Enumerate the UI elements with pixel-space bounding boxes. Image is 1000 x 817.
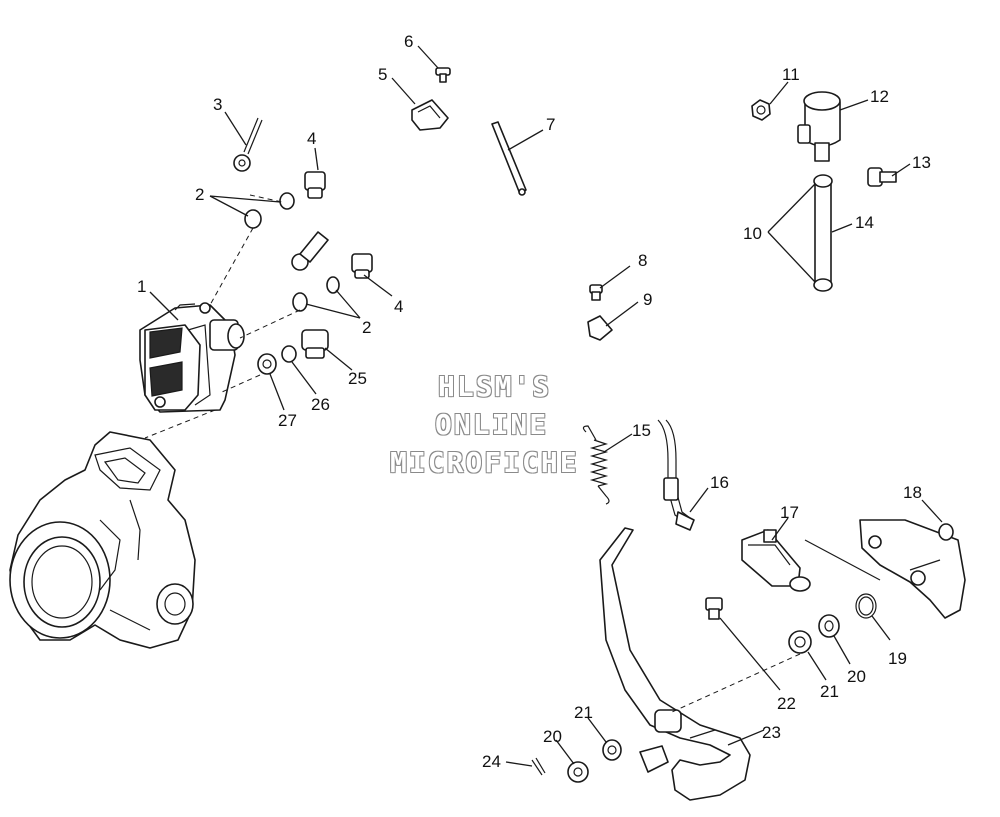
callout-20: 20	[847, 667, 866, 686]
callout-4: 4	[307, 129, 316, 148]
callout-24: 24	[482, 752, 501, 771]
callout-2: 2	[362, 318, 371, 337]
callout-9: 9	[643, 290, 652, 309]
callout-4: 4	[394, 297, 403, 316]
brake-fitting	[291, 231, 329, 271]
washer	[292, 292, 308, 312]
callout-11: 11	[782, 65, 800, 84]
cable-tie	[491, 121, 527, 196]
washer	[279, 192, 295, 210]
reservoir-hose	[813, 174, 833, 292]
callout-8: 8	[638, 251, 647, 270]
banjo-bolt	[304, 171, 326, 199]
callout-21: 21	[574, 703, 593, 722]
washer	[818, 614, 840, 638]
callout-22: 22	[777, 694, 796, 713]
fluid-reservoir	[797, 91, 841, 162]
reservoir-bolt	[867, 167, 897, 187]
washer	[938, 523, 954, 541]
callout-19: 19	[888, 649, 907, 668]
callout-27: 27	[278, 411, 297, 430]
brake-caliper	[139, 302, 245, 413]
washer	[326, 276, 340, 294]
callout-12: 12	[870, 87, 889, 106]
callout-16: 16	[710, 473, 729, 492]
pedal-washer	[567, 761, 589, 783]
washer	[257, 353, 277, 375]
callout-labels: 1 2 2 3 4 4 5 6 7 8 9 10 11 12 13 14 15 …	[137, 32, 931, 771]
brake-pedal	[599, 527, 751, 801]
return-spring	[582, 425, 610, 505]
screw	[589, 284, 603, 301]
callout-23: 23	[762, 723, 781, 742]
knuckle-housing	[9, 431, 196, 649]
mounting-bracket	[859, 519, 966, 619]
line-clip	[587, 315, 613, 341]
washer	[281, 345, 297, 363]
callout-14: 14	[855, 213, 874, 232]
callout-7: 7	[546, 115, 555, 134]
callout-17: 17	[780, 503, 799, 522]
callout-10: 10	[743, 224, 762, 243]
callout-20: 20	[543, 727, 562, 746]
callout-18: 18	[903, 483, 922, 502]
brake-hose	[657, 419, 695, 531]
callout-15: 15	[632, 421, 651, 440]
mounting-bolt	[351, 253, 373, 279]
pedal-washer	[602, 739, 622, 761]
callout-1: 1	[137, 277, 146, 296]
clamp-bracket	[411, 99, 449, 131]
master-cylinder	[741, 529, 881, 592]
washer	[244, 209, 262, 229]
small-screw	[435, 67, 451, 83]
brake-line	[233, 117, 263, 172]
callout-13: 13	[912, 153, 931, 172]
bushing	[788, 630, 812, 654]
pivot-bolt	[705, 597, 723, 620]
cotter-pin	[531, 757, 546, 776]
snap-ring	[855, 593, 877, 619]
callout-26: 26	[311, 395, 330, 414]
watermark-line-1: HLSM'S	[438, 370, 552, 403]
watermark-line-2: ONLINE	[435, 408, 549, 441]
callout-3: 3	[213, 95, 222, 114]
caliper-bolt	[301, 329, 329, 359]
callout-2: 2	[195, 185, 204, 204]
callout-6: 6	[404, 32, 413, 51]
callout-21: 21	[820, 682, 839, 701]
callout-5: 5	[378, 65, 387, 84]
reservoir-nut	[751, 99, 771, 121]
watermark-line-3: MICROFICHE	[390, 446, 579, 479]
callout-25: 25	[348, 369, 367, 388]
leader-lines	[149, 45, 943, 767]
